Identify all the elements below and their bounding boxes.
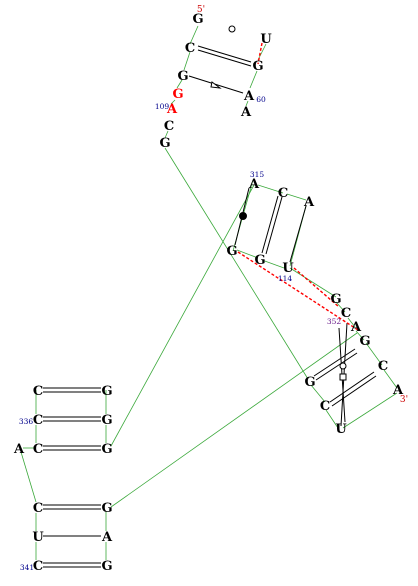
pair-line xyxy=(331,375,377,407)
pair-line xyxy=(197,49,252,67)
nucleotide: A xyxy=(240,105,252,120)
residue-number: 315 xyxy=(250,170,265,179)
nucleotide: C xyxy=(33,442,43,457)
nucleotide: C xyxy=(33,413,43,428)
backbone-segment xyxy=(261,259,285,269)
three-prime-label: 3' xyxy=(400,395,408,405)
backbone-segment xyxy=(236,249,259,259)
nucleotide: G xyxy=(252,59,263,74)
backbone-segment xyxy=(164,147,309,380)
nucleotide: G xyxy=(192,12,203,27)
filled-circle-marker-icon xyxy=(239,212,247,220)
backbone-segment xyxy=(164,130,169,139)
nucleotide: G xyxy=(101,559,112,574)
nucleotide: A xyxy=(392,383,404,398)
triangle-marker-icon xyxy=(210,81,222,89)
residue-number: 60 xyxy=(256,95,266,104)
red-dashed-pair xyxy=(257,42,263,65)
nucleotide: G xyxy=(177,69,188,84)
nucleotide: U xyxy=(32,530,44,545)
backbone-segment xyxy=(289,267,337,298)
strand-ends: 5' 3' xyxy=(197,5,408,405)
backbone-segment xyxy=(310,384,326,403)
open-circle-marker-icon xyxy=(339,362,347,370)
residue-numbers: 109 60 315 114 352 336 341 xyxy=(19,95,342,572)
nucleotide: G xyxy=(359,334,370,349)
backbone-segment xyxy=(110,184,255,447)
backbone-segment xyxy=(183,51,191,71)
backbone-segment xyxy=(257,184,284,194)
nucleotide: G xyxy=(254,253,265,268)
nucleotide: U xyxy=(260,32,272,47)
nucleotide: G xyxy=(101,442,112,457)
nucleotide: C xyxy=(164,119,174,134)
backbone-segment xyxy=(176,79,183,89)
five-prime-label: 5' xyxy=(197,5,205,15)
nucleotide: G xyxy=(101,413,112,428)
nucleotide: C xyxy=(278,186,288,201)
backbone-segment xyxy=(347,317,356,328)
nucleotide: A xyxy=(101,530,113,545)
residue-number: 352 xyxy=(327,317,342,326)
residue-number: 109 xyxy=(155,102,170,111)
backbone-segment xyxy=(189,25,199,45)
residue-number: 341 xyxy=(20,563,34,572)
pair-line xyxy=(289,205,307,263)
nucleotide: C xyxy=(33,501,43,516)
nucleotide: C xyxy=(33,559,43,574)
backbone-segment xyxy=(257,43,267,61)
nucleotide: G xyxy=(226,244,237,259)
backbone-segment xyxy=(170,99,176,105)
backbone-segment xyxy=(342,392,398,429)
backbone-segment xyxy=(355,330,365,341)
residue-number: 114 xyxy=(278,274,293,283)
red-dashed-pair xyxy=(237,251,359,331)
open-circle-marker-icon xyxy=(228,25,236,33)
nucleotide: A xyxy=(13,442,25,457)
nucleotide: A xyxy=(243,89,255,104)
nucleotide: A xyxy=(350,320,362,335)
nucleotide: G xyxy=(172,87,183,102)
noncanonical-pairs xyxy=(188,25,348,427)
nucleotide: C xyxy=(33,384,43,399)
nucleotide: U xyxy=(282,261,294,276)
nucleotide: A xyxy=(166,102,178,117)
backbone-segment xyxy=(335,301,346,313)
nucleotide: G xyxy=(101,384,112,399)
nucleotide: A xyxy=(248,177,260,192)
backbone-segment xyxy=(365,342,383,366)
nucleotide: C xyxy=(185,41,195,56)
nucleotide: G xyxy=(159,136,170,151)
canonical-pairs xyxy=(43,45,377,568)
pair-line xyxy=(197,45,252,63)
nucleotide: G xyxy=(330,292,341,307)
backbone-lines xyxy=(20,25,398,560)
nucleotide: C xyxy=(378,359,388,374)
backbone-segment xyxy=(286,193,307,201)
backbone-segment xyxy=(245,100,249,107)
backbone-segment xyxy=(249,70,258,89)
nucleotides: G C G G A C G U G A A A C A G G U G C A … xyxy=(13,12,404,574)
pair-line xyxy=(315,352,358,381)
pair-line xyxy=(313,348,356,377)
backbone-segment xyxy=(110,332,358,508)
residue-number: 336 xyxy=(19,417,34,426)
backbone-segment xyxy=(383,369,398,389)
backbone-segment xyxy=(20,451,37,503)
square-marker-icon xyxy=(339,373,347,381)
pair-line xyxy=(261,195,279,254)
nucleotide: A xyxy=(303,195,315,210)
pair-line xyxy=(329,371,375,403)
nucleotide: G xyxy=(101,501,112,516)
backbone-segment xyxy=(325,409,339,429)
nucleotide: G xyxy=(304,375,315,390)
nucleotide: U xyxy=(335,422,347,437)
tertiary-interactions xyxy=(237,42,359,331)
pair-line xyxy=(265,196,283,255)
nucleotide: C xyxy=(341,306,351,321)
nucleotide: C xyxy=(320,399,330,414)
